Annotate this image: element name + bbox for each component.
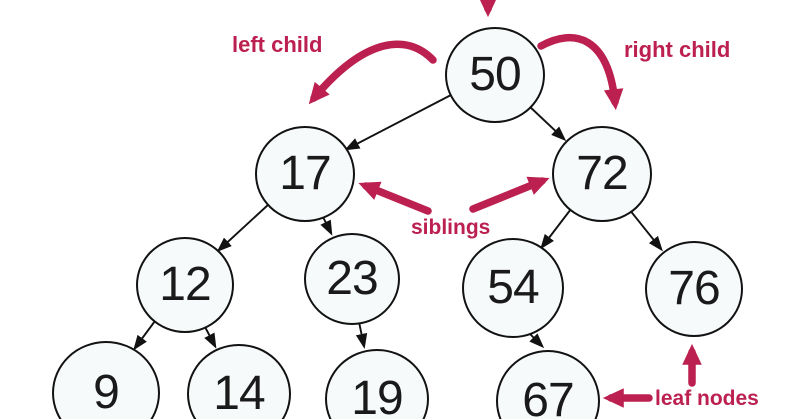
edge-17-12 [216, 203, 270, 253]
left-child-label: left child [232, 32, 323, 57]
edge-72-54 [540, 208, 572, 250]
edge-23-19 [355, 321, 368, 349]
tree-node-54: 54 [462, 238, 564, 338]
siblings-arrow-right [469, 176, 550, 213]
siblings-label: siblings [411, 216, 491, 239]
edge-50-17 [344, 94, 452, 151]
tree-node-72: 72 [552, 126, 652, 222]
edge-12-9 [133, 320, 156, 351]
tree-node-14: 14 [187, 344, 291, 419]
right-child-label: right child [624, 37, 731, 62]
leaf-nodes-label: leaf nodes [655, 387, 759, 410]
right-child-arrow [537, 34, 624, 111]
left-child-arrow [308, 40, 437, 105]
edge-12-14 [203, 324, 217, 349]
tree-node-12: 12 [136, 237, 234, 333]
tree-node-17: 17 [255, 126, 355, 222]
tree-node-50: 50 [445, 27, 545, 123]
tree-node-76: 76 [645, 241, 743, 337]
edge-50-72 [527, 104, 567, 142]
siblings-arrow-left [358, 181, 432, 215]
edge-72-76 [628, 208, 663, 252]
tree-node-23: 23 [304, 233, 400, 325]
